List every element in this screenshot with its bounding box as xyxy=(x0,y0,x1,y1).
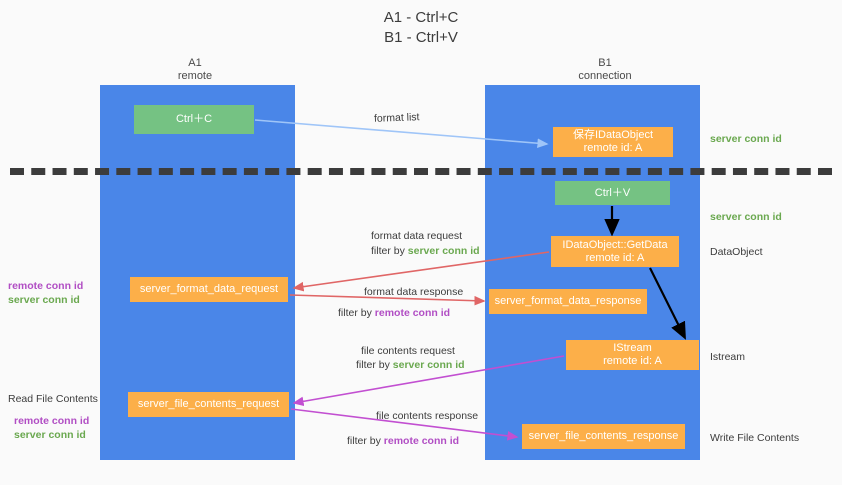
filter-key-server-conn-id: server conn id xyxy=(392,359,465,371)
lane-header-a1: A1 remote xyxy=(177,57,213,82)
annotation-server-conn-id-upper: server conn id xyxy=(8,294,80,306)
annotation-server-conn-id-lower: server conn id xyxy=(14,429,86,441)
page-title: A1 - Ctrl+C B1 - Ctrl+V xyxy=(383,9,459,46)
node-server-format-data-response[interactable]: server_format_data_response xyxy=(489,289,647,314)
edge-label-format-data-response: format data response xyxy=(364,286,464,298)
annotation-istream: Istream xyxy=(710,351,746,363)
filter-prefix: filter by xyxy=(338,307,375,319)
filter-prefix: filter by xyxy=(347,435,384,447)
filter-key-server-conn-id: server conn id xyxy=(407,245,480,257)
edge-label-file-contents-response-filter: filter by remote conn id xyxy=(347,434,459,448)
edge-label-format-data-response-filter: filter by remote conn id xyxy=(338,306,450,320)
filter-prefix: filter by xyxy=(371,245,408,257)
node-ctrl-v[interactable]: Ctrl＋V xyxy=(555,181,670,205)
annotation-server-conn-id-mid: server conn id xyxy=(710,211,782,223)
annotation-server-conn-id-top: server conn id xyxy=(710,133,782,145)
edge-label-format-list: format list xyxy=(373,111,420,125)
node-server-file-contents-request[interactable]: server_file_contents_request xyxy=(128,392,289,417)
node-server-format-data-request[interactable]: server_format_data_request xyxy=(130,277,288,302)
edge-label-format-data-request-filter: filter by server conn id xyxy=(371,244,480,258)
annotation-read-file-contents: Read File Contents xyxy=(8,393,98,405)
filter-key-remote-conn-id: remote conn id xyxy=(383,435,460,447)
edge-label-file-contents-response: file contents response xyxy=(376,410,479,422)
edge-label-format-data-request: format data request xyxy=(371,230,463,242)
annotation-dataobject: DataObject xyxy=(710,246,763,258)
node-istream[interactable]: IStream remote id: A xyxy=(566,340,699,370)
filter-key-remote-conn-id: remote conn id xyxy=(374,307,451,319)
annotation-remote-conn-id-lower: remote conn id xyxy=(14,415,90,427)
lane-header-b1: B1 connection xyxy=(578,57,632,82)
node-ctrl-c[interactable]: Ctrl＋C xyxy=(134,105,254,134)
phase-divider xyxy=(10,168,832,175)
annotation-write-file-contents: Write File Contents xyxy=(710,432,800,444)
filter-prefix: filter by xyxy=(356,359,393,371)
annotation-remote-conn-id-upper: remote conn id xyxy=(8,280,84,292)
node-idataobject-getdata[interactable]: IDataObject::GetData remote id: A xyxy=(551,236,679,267)
node-server-file-contents-response[interactable]: server_file_contents_response xyxy=(522,424,685,449)
node-save-idataobject[interactable]: 保存IDataObject remote id: A xyxy=(553,127,673,157)
edge-label-file-contents-request-filter: filter by server conn id xyxy=(356,358,465,372)
edge-label-file-contents-request: file contents request xyxy=(361,345,455,357)
